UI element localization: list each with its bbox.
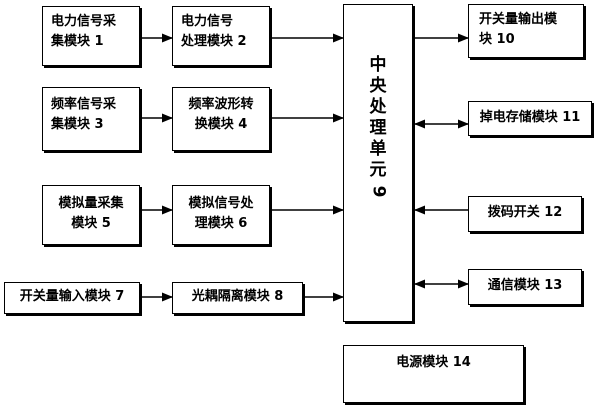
block-label: 电力信号采 集模块 1 bbox=[51, 14, 117, 49]
block-communication: 通信模块 13 bbox=[468, 269, 582, 305]
block-label: 通信模块 13 bbox=[487, 278, 563, 293]
block-power-signal-acquisition: 电力信号采 集模块 1 bbox=[42, 6, 140, 66]
block-label: 模拟量采集 模块 5 bbox=[58, 196, 124, 231]
block-frequency-signal-acquisition: 频率信号采 集模块 3 bbox=[42, 87, 140, 151]
block-label: 开关量输入模块 7 bbox=[19, 289, 125, 304]
block-label: 模拟信号处 理模块 6 bbox=[188, 196, 254, 231]
block-switch-input: 开关量输入模块 7 bbox=[4, 282, 140, 314]
block-optocoupler-isolation: 光耦隔离模块 8 bbox=[172, 282, 303, 314]
block-dip-switch: 拨码开关 12 bbox=[468, 196, 582, 232]
block-power-loss-storage: 掉电存储模块 11 bbox=[468, 101, 592, 136]
cpu-char: 央 bbox=[369, 76, 387, 96]
block-label: 电源模块 14 bbox=[396, 355, 471, 370]
block-cpu: 中 央 处 理 单 元 9 bbox=[343, 4, 413, 322]
block-label: 掉电存储模块 11 bbox=[479, 110, 581, 125]
cpu-number: 9 bbox=[368, 185, 389, 198]
cpu-char: 元 bbox=[369, 160, 387, 180]
block-label: 频率波形转 换模块 4 bbox=[188, 97, 254, 132]
block-frequency-waveform-conversion: 频率波形转 换模块 4 bbox=[172, 87, 270, 151]
cpu-label: 中 央 处 理 单 元 9 bbox=[366, 55, 390, 202]
block-analog-acquisition: 模拟量采集 模块 5 bbox=[42, 185, 140, 245]
block-label: 拨码开关 12 bbox=[487, 205, 563, 220]
block-label: 频率信号采 集模块 3 bbox=[51, 97, 117, 132]
block-switch-output: 开关量输出模 块 10 bbox=[468, 4, 584, 58]
cpu-char: 中 bbox=[369, 55, 387, 75]
block-power-signal-processing: 电力信号 处理模块 2 bbox=[172, 6, 270, 66]
cpu-char: 单 bbox=[369, 139, 387, 159]
block-label: 光耦隔离模块 8 bbox=[191, 289, 284, 304]
block-label: 电力信号 处理模块 2 bbox=[181, 14, 247, 49]
block-analog-signal-processing: 模拟信号处 理模块 6 bbox=[172, 185, 270, 245]
block-label: 开关量输出模 块 10 bbox=[479, 12, 558, 47]
cpu-char: 理 bbox=[369, 118, 387, 138]
cpu-char: 处 bbox=[369, 97, 387, 117]
block-power-supply: 电源模块 14 bbox=[343, 345, 524, 403]
